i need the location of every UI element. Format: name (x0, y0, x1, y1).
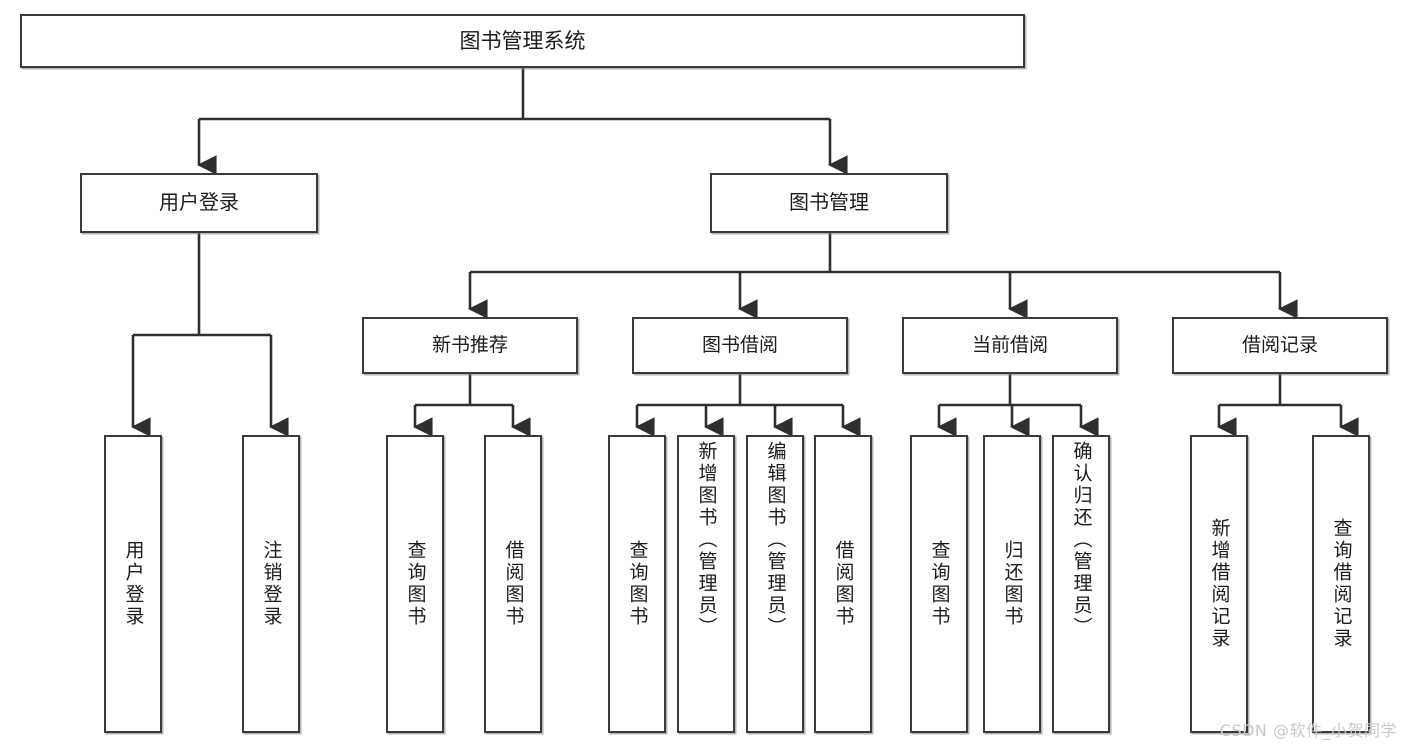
leaf-borrow-record-query[interactable]: 查询借阅记录 (1312, 435, 1370, 733)
node-label: 查询图书 (404, 540, 427, 628)
leaf-new-book-borrow[interactable]: 借阅图书 (484, 435, 542, 733)
leaf-borrow-record-add[interactable]: 新增借阅记录 (1190, 435, 1248, 733)
leaf-book-borrow-query[interactable]: 查询图书 (608, 435, 666, 733)
watermark: CSDN @软件_小贺同学 (1219, 721, 1397, 740)
leaf-user-login[interactable]: 用户登录 (104, 435, 162, 733)
node-label: 编辑图书（管理员） (764, 441, 787, 639)
node-root-system[interactable]: 图书管理系统 (20, 14, 1025, 68)
node-label: 查询借阅记录 (1330, 518, 1353, 650)
node-book-borrow[interactable]: 图书借阅 (632, 317, 848, 374)
node-label: 借阅图书 (832, 540, 855, 628)
leaf-current-borrow-query[interactable]: 查询图书 (910, 435, 968, 733)
node-label: 图书管理系统 (459, 28, 586, 53)
node-label: 当前借阅 (971, 334, 1048, 357)
node-label: 新增借阅记录 (1208, 518, 1231, 650)
node-label: 归还图书 (1001, 540, 1024, 628)
node-label: 查询图书 (928, 540, 951, 628)
node-label: 借阅图书 (502, 540, 525, 628)
leaf-book-borrow-edit[interactable]: 编辑图书（管理员） (746, 435, 804, 733)
node-label: 新增图书（管理员） (695, 441, 718, 639)
node-label: 注销登录 (260, 540, 283, 628)
node-label: 确认归还（管理员） (1070, 441, 1093, 639)
leaf-new-book-query[interactable]: 查询图书 (386, 435, 444, 733)
node-label: 图书借阅 (701, 334, 778, 357)
node-label: 新书推荐 (431, 334, 508, 357)
node-label: 用户登录 (122, 540, 145, 628)
node-user-login[interactable]: 用户登录 (80, 173, 318, 233)
leaf-book-borrow-add[interactable]: 新增图书（管理员） (677, 435, 735, 733)
node-label: 用户登录 (159, 190, 239, 215)
node-new-book-recommend[interactable]: 新书推荐 (362, 317, 578, 374)
leaf-current-borrow-confirm[interactable]: 确认归还（管理员） (1052, 435, 1110, 733)
node-label: 图书管理 (789, 190, 869, 215)
node-book-manage[interactable]: 图书管理 (710, 173, 948, 233)
node-label: 借阅记录 (1241, 334, 1318, 357)
node-borrow-record[interactable]: 借阅记录 (1172, 317, 1388, 374)
node-current-borrow[interactable]: 当前借阅 (902, 317, 1118, 374)
leaf-current-borrow-return[interactable]: 归还图书 (983, 435, 1041, 733)
leaf-user-logout[interactable]: 注销登录 (242, 435, 300, 733)
leaf-book-borrow-borrow[interactable]: 借阅图书 (814, 435, 872, 733)
node-label: 查询图书 (626, 540, 649, 628)
